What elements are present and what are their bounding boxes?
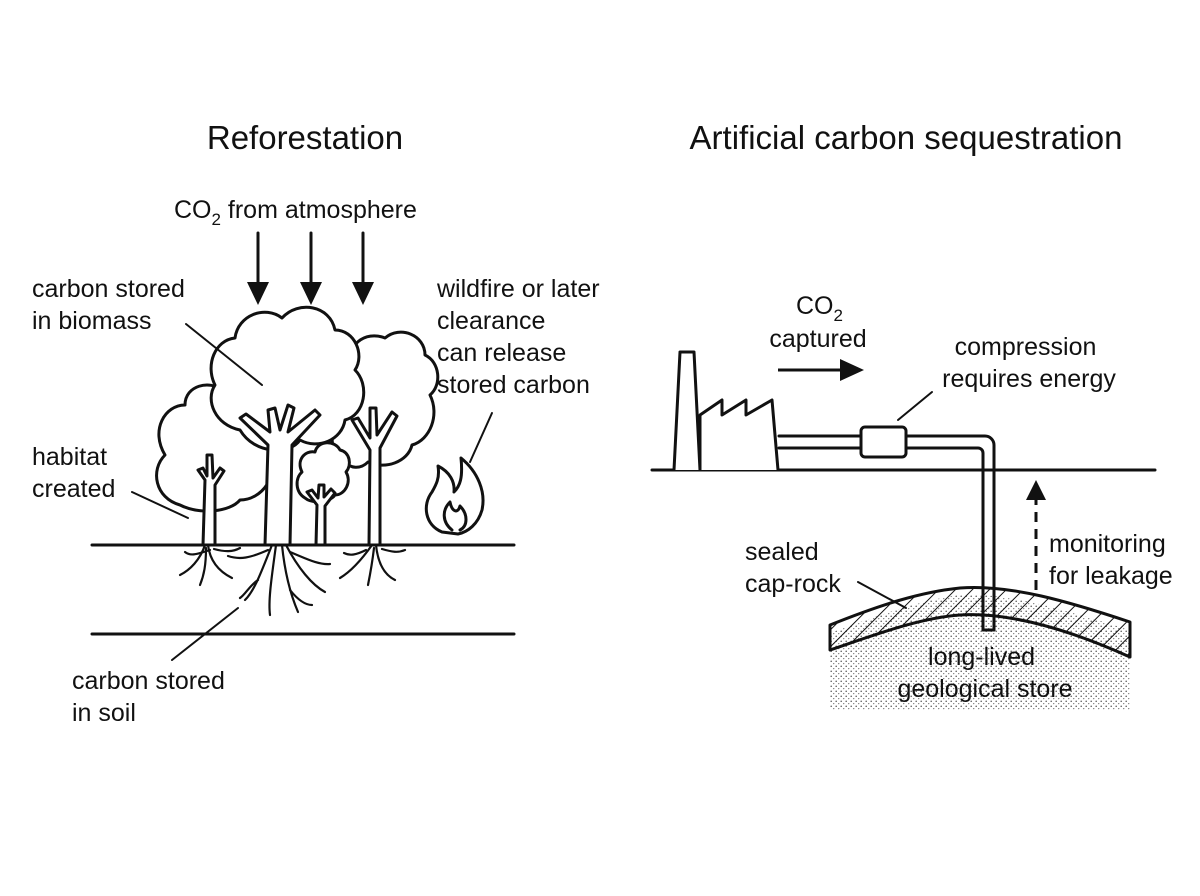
co2-down-arrows — [247, 231, 374, 305]
habitat-leader-line — [131, 491, 189, 519]
carbon-biomass-label: carbon stored in biomass — [32, 275, 192, 335]
artificial-sequestration-panel: Artificial carbon sequestration CO2 capt… — [650, 119, 1173, 710]
geological-store-label: long-lived geological store — [897, 643, 1072, 703]
cap-rock-layer — [828, 585, 1132, 659]
soil-leader-line — [171, 607, 239, 661]
reforestation-title: Reforestation — [207, 119, 403, 156]
co2-from-atmosphere-label: CO2 from atmosphere — [174, 196, 417, 229]
compressor-icon — [859, 425, 908, 459]
wildfire-leader-line — [469, 412, 493, 463]
wildfire-label: wildfire or later clearance can release … — [436, 275, 607, 399]
fire-icon — [424, 456, 485, 536]
compression-label: compression requires energy — [942, 333, 1116, 393]
tree-roots — [178, 543, 407, 617]
tree-small — [295, 441, 351, 547]
captured-label: captured — [769, 325, 866, 353]
caprock-label: sealed cap-rock — [745, 538, 841, 598]
monitoring-label: monitoring for leakage — [1049, 530, 1173, 590]
tree-group — [155, 305, 440, 547]
co2-pipe — [777, 434, 996, 632]
artificial-title: Artificial carbon sequestration — [690, 119, 1123, 156]
biomass-leader-line — [185, 323, 263, 386]
caprock-leader-line — [857, 581, 907, 609]
carbon-soil-label: carbon stored in soil — [72, 667, 232, 727]
tree-center — [209, 305, 366, 547]
factory-icon — [672, 350, 780, 471]
reforestation-panel: Reforestation CO2 from atmosphere — [32, 119, 607, 727]
compression-leader-line — [897, 391, 933, 421]
co2-captured-co2-label: CO2 — [796, 292, 843, 325]
habitat-label: habitat created — [32, 443, 115, 503]
